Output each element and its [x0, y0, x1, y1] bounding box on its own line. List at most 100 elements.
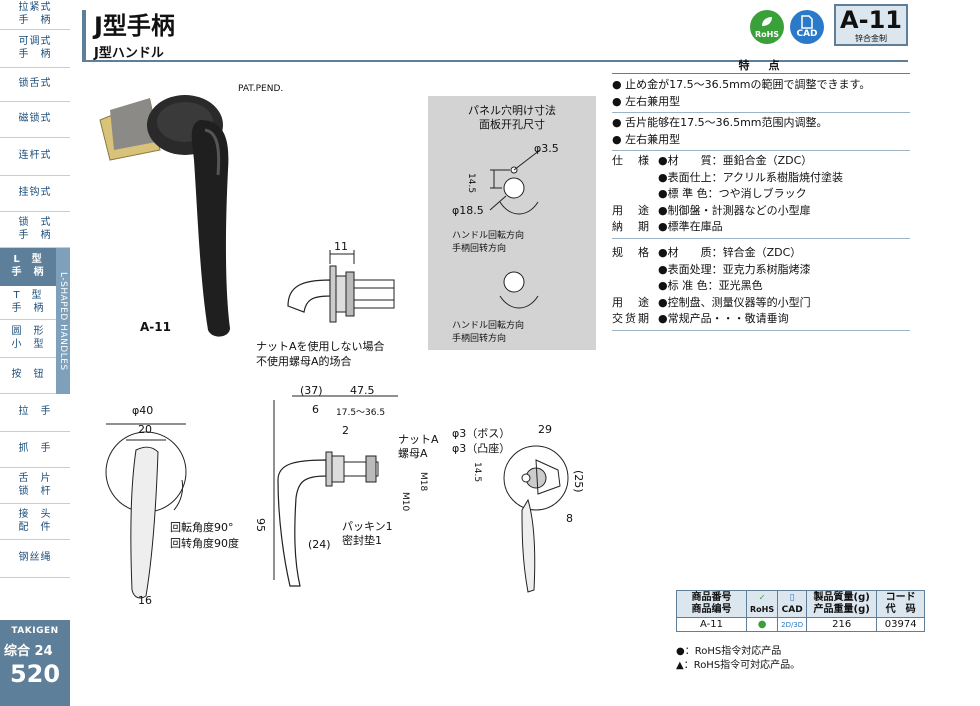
table-header-row: 商品番号商品编号 ✓RoHS ▯CAD 製品質量(g)产品重量(g) コード代 …	[676, 590, 926, 618]
features-cn: ● 舌片能够在17.5～36.5mm范围内调整。 ● 左右兼用型	[612, 114, 910, 151]
spec-row: 交货期●常规产品・・・敬请垂询	[612, 312, 789, 325]
product-photo	[99, 95, 230, 337]
catalog-footer: TAKIGEN 综合 24 520	[0, 620, 70, 706]
dim-d40: φ40	[132, 404, 154, 417]
drawing-front-view	[105, 423, 187, 599]
page-subtitle: J型ハンドル	[94, 46, 164, 61]
sidebar-item-hook[interactable]: 挂钩式	[0, 176, 70, 212]
material-tag: 锌合金制	[855, 34, 887, 43]
spec-row: 納 期●標準在庫品	[612, 220, 723, 233]
dim-2: 2	[342, 424, 349, 437]
specs-cn: 规 格●材 质：锌合金（ZDC） ●表面处理：亚克力系树脂烤漆 ●标 准 色：亚…	[612, 245, 910, 331]
panel-cutout-drawing	[489, 149, 541, 309]
rotation-angle-jp: 回転角度90°	[170, 521, 234, 534]
dim-range: 17.5～36.5	[336, 408, 386, 418]
table-row: A-11 ● 2D/3D 216 03974	[676, 617, 926, 632]
nut-a-cn: 螺母A	[398, 447, 428, 460]
sidebar-item-round-small[interactable]: 圆 形小 型	[0, 320, 56, 358]
sidebar-item-tongue-bar[interactable]: 舌 片锁 杆	[0, 468, 70, 504]
col-product-no: 商品番号商品编号	[676, 590, 747, 618]
sidebar-item-pull[interactable]: 拉 手	[0, 394, 70, 432]
cad-badge-icon: CAD	[790, 10, 824, 44]
feature-item: ● 舌片能够在17.5～36.5mm范围内调整。	[612, 116, 828, 129]
rohs-col-icon: ✓	[758, 593, 766, 602]
note-no-nut-cn: 不使用螺母A的场合	[256, 355, 352, 368]
sidebar-item-lock-handle[interactable]: 锁 式手 柄	[0, 212, 70, 248]
note-no-nut-jp: ナットAを使用しない場合	[256, 340, 385, 353]
dim-20: 20	[138, 423, 152, 436]
col-cad: ▯CAD	[777, 590, 808, 618]
features-jp: ● 止め金が17.5～36.5mmの範囲で調整できます。 ● 左右兼用型	[612, 76, 910, 113]
packing-jp: パッキン1	[342, 520, 393, 533]
legend-rohs-available: ▲：RoHS指令可対応产品。	[676, 660, 801, 671]
dim-8: 8	[566, 512, 573, 525]
col-rohs: ✓RoHS	[745, 590, 779, 618]
dim-47-5: 47.5	[350, 384, 375, 397]
dim-95: 95	[254, 518, 267, 532]
page-number: 520	[9, 660, 61, 688]
panel-rotation-cn-2: 手柄回转方向	[452, 334, 507, 344]
spec-row: ●标 准 色：亚光黑色	[658, 279, 763, 292]
spec-row: 仕 様●材 質：亜鉛合金（ZDC）	[612, 154, 813, 167]
panel-cutout-box	[428, 96, 596, 350]
dim-11: 11	[334, 240, 348, 253]
dim-rear-14-5: 14.5	[472, 462, 482, 483]
col-code: コード代 码	[876, 590, 926, 618]
legend-rohs-compliant: ●：RoHS指令対応产品	[676, 646, 782, 657]
boss-cn: φ3（凸座）	[452, 442, 511, 455]
section-vertical-label: L-SHAPED HANDLES	[56, 248, 70, 394]
sidebar-item-button[interactable]: 按 钮	[0, 358, 56, 394]
dim-6: 6	[312, 403, 319, 416]
dim-24: (24)	[308, 538, 331, 551]
rohs-badge-icon: RoHS	[750, 10, 784, 44]
sidebar-item-wire[interactable]: 钢丝绳	[0, 540, 70, 578]
sidebar-item-connector[interactable]: 接 头配 件	[0, 504, 70, 540]
feature-item: ● 左右兼用型	[612, 95, 681, 108]
dim-m18: M18	[418, 472, 428, 492]
sidebar-item-pull-handle[interactable]: 拉紧式手 柄	[0, 0, 70, 30]
dim-25: (25)	[572, 470, 585, 493]
product-code-box: A-11 锌合金制	[834, 4, 908, 46]
sidebar-item-latch[interactable]: 锁舌式	[0, 68, 70, 102]
feature-item: ● 止め金が17.5～36.5mmの範囲で調整できます。	[612, 78, 871, 91]
title-bar	[82, 6, 908, 62]
brand-name: TAKIGEN	[11, 626, 59, 636]
boss-jp: φ3（ボス）	[452, 427, 511, 440]
patent-pending-note: PAT.PEND.	[238, 84, 284, 94]
panel-cutout-title: パネル穴明け寸法 面板开孔尺寸	[468, 104, 556, 131]
product-code: A-11	[840, 6, 902, 34]
panel-rotation-jp-2: ハンドル回転方向	[452, 321, 525, 331]
panel-rotation-jp-1: ハンドル回転方向	[452, 231, 525, 241]
sidebar-item-grip[interactable]: 抓 手	[0, 432, 70, 468]
panel-dim-14-5: 14.5	[466, 173, 476, 194]
title-accent	[82, 10, 86, 60]
dim-16: 16	[138, 594, 152, 607]
drawing-side-view	[273, 395, 398, 587]
spec-row: 规 格●材 质：锌合金（ZDC）	[612, 246, 802, 259]
category-sidebar: 拉紧式手 柄 可调式手 柄 锁舌式 磁锁式 连杆式 挂钩式 锁 式手 柄 L 型…	[0, 0, 70, 706]
product-label: A-11	[140, 320, 171, 334]
specs-jp: 仕 様●材 質：亜鉛合金（ZDC） ●表面仕上：アクリル系樹脂焼付塗装 ●標 準…	[612, 153, 910, 239]
sidebar-item-t-handle[interactable]: T 型手 柄	[0, 286, 56, 320]
panel-dim-small-hole: φ3.5	[534, 142, 559, 155]
packing-cn: 密封垫1	[342, 534, 382, 547]
col-weight: 製品質量(g)产品重量(g)	[806, 590, 878, 618]
sidebar-item-l-handle[interactable]: L 型手 柄	[0, 248, 56, 286]
catalog-name: 综合 24	[4, 644, 53, 659]
spec-row: 用 途●制御盤・計測器などの小型扉	[612, 203, 811, 217]
product-table: 商品番号商品编号 ✓RoHS ▯CAD 製品質量(g)产品重量(g) コード代 …	[676, 590, 926, 632]
spec-row: 用 途●控制盘、测量仪器等的小型门	[612, 295, 811, 309]
nut-a-jp: ナットA	[398, 433, 439, 446]
sidebar-item-adjustable-handle[interactable]: 可调式手 柄	[0, 30, 70, 68]
sidebar-item-magnetic[interactable]: 磁锁式	[0, 102, 70, 138]
feature-item: ● 左右兼用型	[612, 133, 681, 146]
spec-row: ●表面处理：亚克力系树脂烤漆	[658, 262, 811, 276]
sidebar-item-rod[interactable]: 连杆式	[0, 138, 70, 176]
spec-row: ●標 準 色：つや消しブラック	[658, 187, 807, 200]
drawing-top-view	[287, 250, 395, 323]
dim-37: (37)	[300, 384, 323, 397]
dim-29: 29	[538, 423, 552, 436]
dim-m10: M10	[400, 492, 410, 512]
spec-row: ●表面仕上：アクリル系樹脂焼付塗装	[658, 170, 844, 184]
cad-col-icon: ▯	[789, 593, 795, 603]
